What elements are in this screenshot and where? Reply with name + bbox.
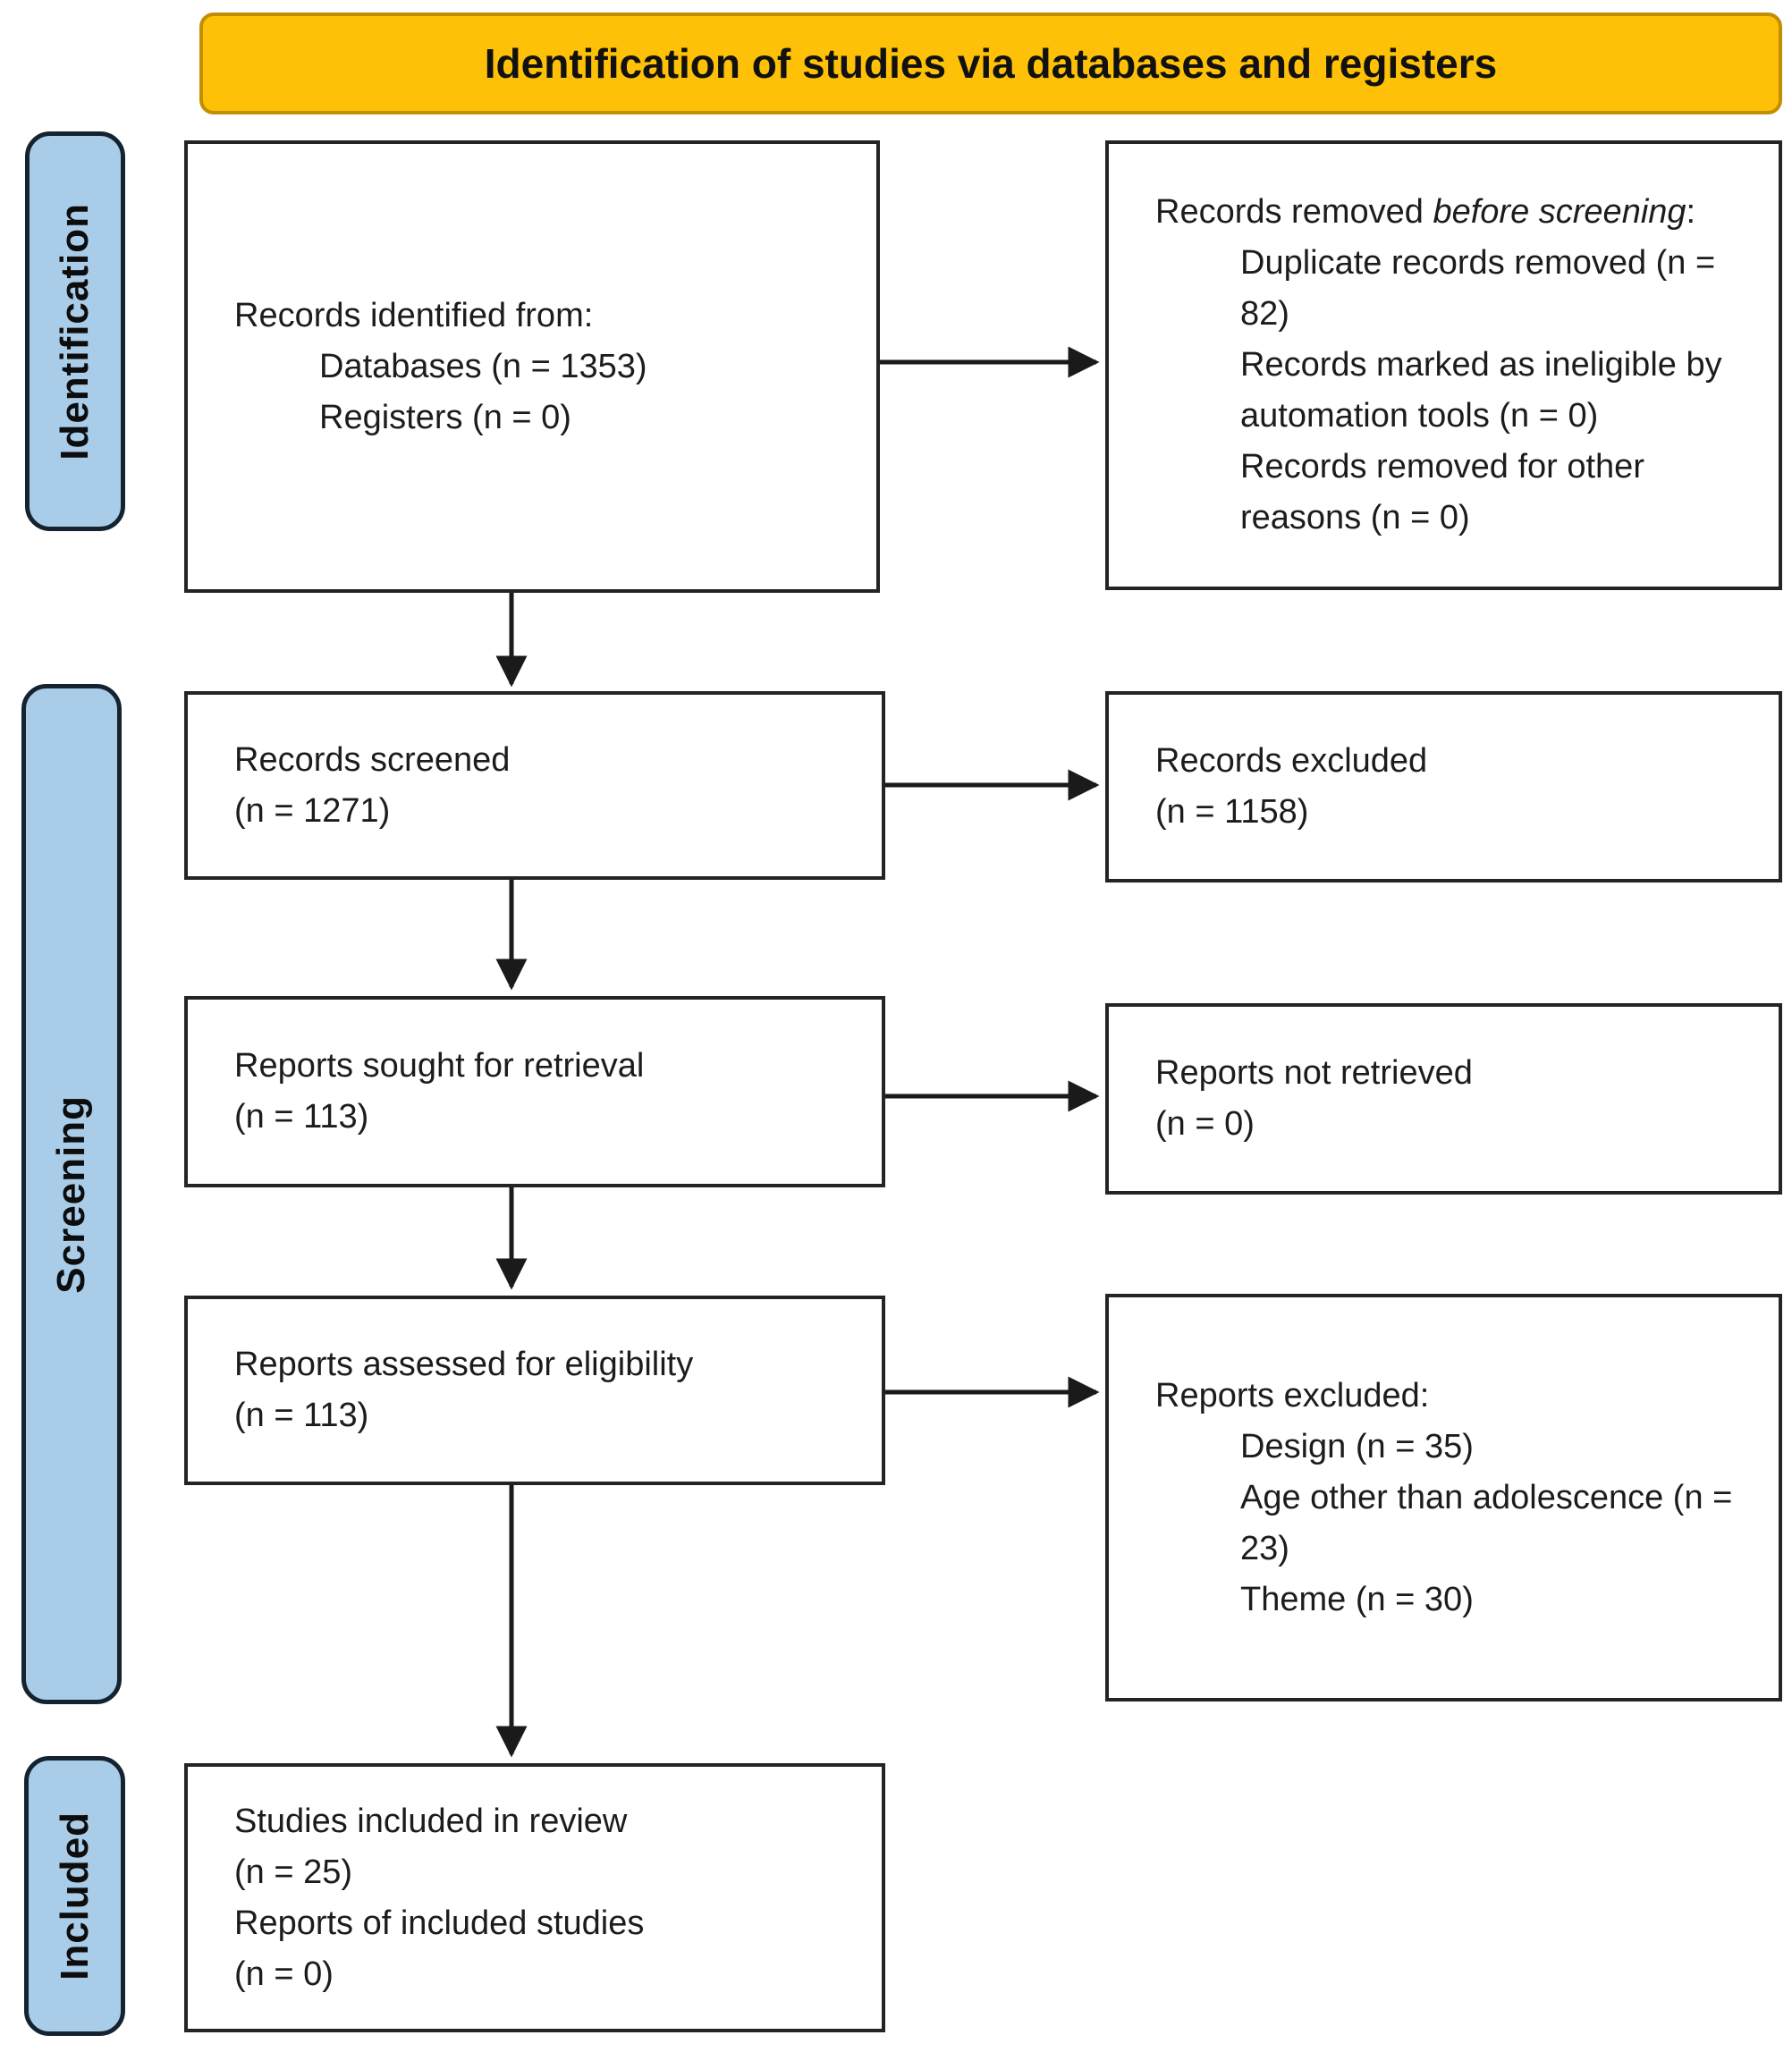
studies-included-count: (n = 25)	[234, 1853, 353, 1891]
records-screened-count: (n = 1271)	[234, 791, 391, 830]
reports-excluded-age: Age other than adolescence (n = 23)	[1240, 1478, 1733, 1567]
stage-label-screening: Screening	[21, 684, 122, 1704]
reports-sought-count: (n = 113)	[234, 1098, 369, 1136]
records-removed-other: Records removed for other reasons (n = 0…	[1240, 448, 1644, 536]
reports-excluded-heading: Reports excluded:	[1155, 1376, 1430, 1414]
reports-of-included-count: (n = 0)	[234, 1955, 334, 1993]
reports-assessed-line1: Reports assessed for eligibility	[234, 1346, 694, 1383]
reports-assessed-count: (n = 113)	[234, 1397, 369, 1434]
records-removed-automation: Records marked as ineligible by automati…	[1240, 346, 1722, 435]
reports-excluded-design: Design (n = 35)	[1240, 1427, 1474, 1465]
box-records-excluded: Records excluded (n = 1158)	[1105, 691, 1782, 882]
records-identified-databases: Databases (n = 1353)	[319, 347, 647, 385]
records-excluded-line1: Records excluded	[1155, 742, 1428, 780]
records-removed-title-emphasis: before screening	[1433, 193, 1686, 231]
stage-label-included-text: Included	[52, 1811, 97, 1980]
box-reports-assessed: Reports assessed for eligibility (n = 11…	[184, 1296, 885, 1485]
reports-sought-line1: Reports sought for retrieval	[234, 1047, 645, 1085]
records-removed-title-prefix: Records removed	[1155, 193, 1433, 231]
studies-included-line1: Studies included in review	[234, 1802, 628, 1840]
records-removed-title-suffix: :	[1686, 193, 1696, 231]
stage-label-included: Included	[24, 1756, 125, 2036]
records-removed-duplicates: Duplicate records removed (n = 82)	[1240, 244, 1716, 333]
records-removed-title: Records removed before screening:	[1155, 187, 1762, 238]
reports-not-retrieved-line1: Reports not retrieved	[1155, 1054, 1473, 1092]
box-studies-included: Studies included in review (n = 25) Repo…	[184, 1763, 885, 2032]
box-reports-not-retrieved: Reports not retrieved (n = 0)	[1105, 1003, 1782, 1195]
reports-not-retrieved-count: (n = 0)	[1155, 1105, 1255, 1143]
box-reports-excluded: Reports excluded: Design (n = 35) Age ot…	[1105, 1294, 1782, 1702]
stage-label-identification: Identification	[25, 131, 125, 531]
box-reports-sought: Reports sought for retrieval (n = 113)	[184, 996, 885, 1187]
reports-of-included-line: Reports of included studies	[234, 1904, 645, 1942]
stage-label-screening-text: Screening	[49, 1094, 93, 1294]
records-identified-intro: Records identified from:	[234, 296, 594, 334]
banner-title: Identification of studies via databases …	[484, 40, 1498, 87]
records-screened-line1: Records screened	[234, 740, 511, 779]
records-excluded-count: (n = 1158)	[1155, 793, 1309, 831]
box-records-identified: Records identified from: Databases (n = …	[184, 140, 880, 593]
stage-label-identification-text: Identification	[53, 202, 97, 460]
box-records-removed-before-screening: Records removed before screening: Duplic…	[1105, 140, 1782, 590]
reports-excluded-theme: Theme (n = 30)	[1240, 1580, 1474, 1618]
box-records-screened: Records screened (n = 1271)	[184, 691, 885, 880]
banner-identification-of-studies: Identification of studies via databases …	[199, 13, 1782, 114]
records-identified-registers: Registers (n = 0)	[319, 398, 571, 436]
